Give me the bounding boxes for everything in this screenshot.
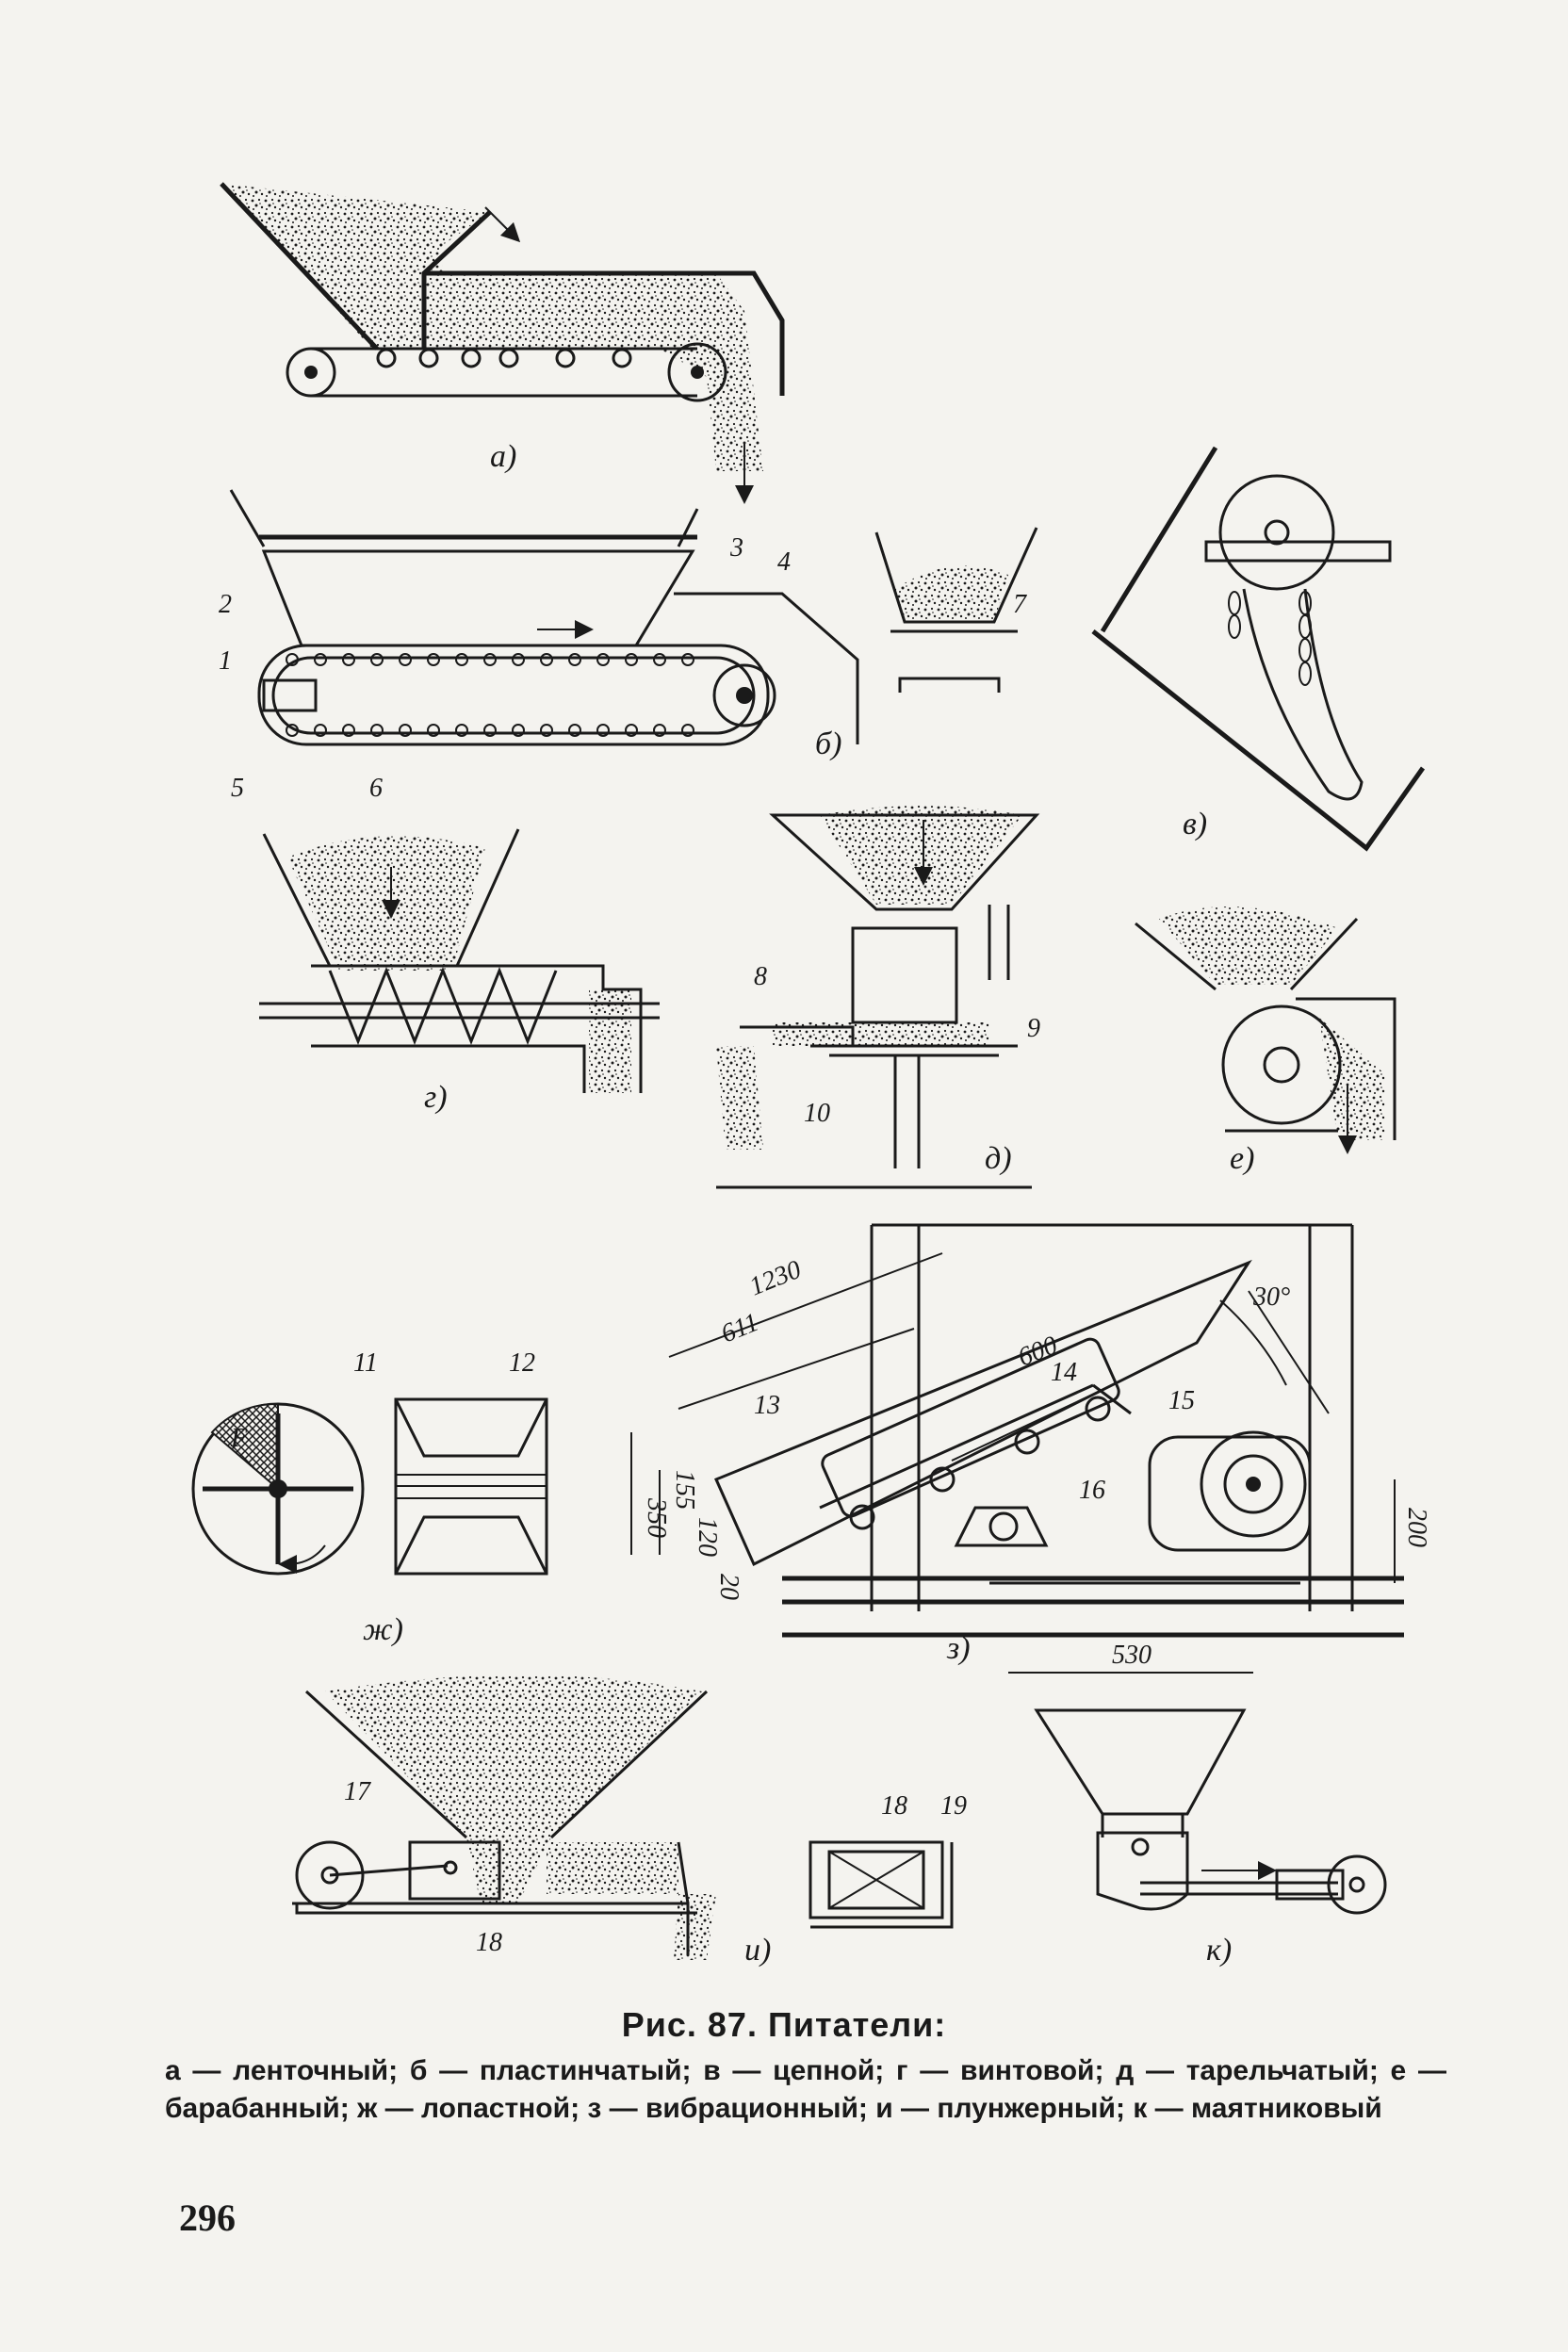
panel-v-chain-feeder: в)	[1091, 446, 1426, 852]
panel-label-k: к)	[1206, 1933, 1232, 1968]
dim-120: 120	[693, 1517, 722, 1557]
panel-label-a: а)	[490, 439, 516, 474]
panel-d-disc-feeder: 8 9 10 д)	[716, 806, 1040, 1189]
part-number-14: 14	[1051, 1358, 1077, 1387]
part-number-18-detail: 18	[881, 1791, 907, 1821]
figure-caption-title: Рис. 87. Питатели:	[621, 2005, 947, 2044]
part-number-17: 17	[344, 1777, 371, 1806]
part-number-15: 15	[1168, 1386, 1195, 1415]
part-number-13: 13	[754, 1391, 780, 1420]
panel-k-pendulum-feeder: к)	[1034, 1708, 1387, 1968]
dim-200: 200	[1402, 1508, 1431, 1547]
panel-i-plunger-feeder: 17 18 18 19 и)	[292, 1674, 967, 1968]
panel-label-zh: ж)	[363, 1612, 403, 1647]
panel-label-e: е)	[1230, 1141, 1254, 1176]
part-number-1: 1	[219, 646, 232, 676]
part-number-8: 8	[754, 962, 767, 991]
figure-caption-body: а — ленточный; б — пластинчатый; в — цеп…	[165, 2055, 1446, 2124]
letter-F: F	[230, 1424, 248, 1453]
panel-e-drum-feeder: е)	[1135, 906, 1396, 1176]
part-number-6: 6	[369, 774, 383, 803]
panel-label-z: з)	[946, 1631, 971, 1666]
part-number-10: 10	[804, 1099, 830, 1128]
panel-label-d: д)	[985, 1141, 1012, 1176]
panel-label-b: б)	[815, 727, 841, 761]
dim-530: 530	[1112, 1641, 1152, 1670]
dim-350: 350	[642, 1497, 671, 1538]
panel-a-belt-feeder: а)	[220, 182, 785, 504]
part-number-5: 5	[231, 774, 244, 803]
panel-b-apron-feeder: 1 2 3 4 5 6 б) 7	[219, 489, 1038, 803]
part-number-3: 3	[729, 533, 743, 563]
part-number-11: 11	[353, 1348, 378, 1378]
panel-label-v: в)	[1183, 807, 1207, 841]
panel-z-vibratory-feeder: 1230 611 600 155 350 120 20 200 530 30° …	[630, 1223, 1431, 1674]
part-number-19: 19	[940, 1791, 967, 1821]
part-number-18-plunger: 18	[476, 1928, 502, 1957]
dim-20: 20	[714, 1574, 743, 1600]
part-number-4: 4	[777, 547, 791, 577]
page-number: 296	[179, 2197, 236, 2239]
dim-angle: 30°	[1252, 1282, 1290, 1312]
panel-label-i: и)	[744, 1933, 771, 1968]
dim-611: 611	[717, 1308, 763, 1349]
part-number-2: 2	[219, 590, 232, 619]
dim-155: 155	[670, 1470, 699, 1510]
part-number-12: 12	[509, 1348, 535, 1378]
panel-zh-vane-feeder: F 11 12 ж)	[191, 1348, 548, 1647]
part-number-7: 7	[1013, 590, 1027, 619]
panel-label-g: г)	[424, 1080, 448, 1115]
panel-g-screw-feeder: г)	[259, 828, 660, 1115]
part-number-16: 16	[1079, 1476, 1105, 1505]
part-number-9: 9	[1027, 1014, 1040, 1043]
dim-1230: 1230	[745, 1255, 806, 1302]
